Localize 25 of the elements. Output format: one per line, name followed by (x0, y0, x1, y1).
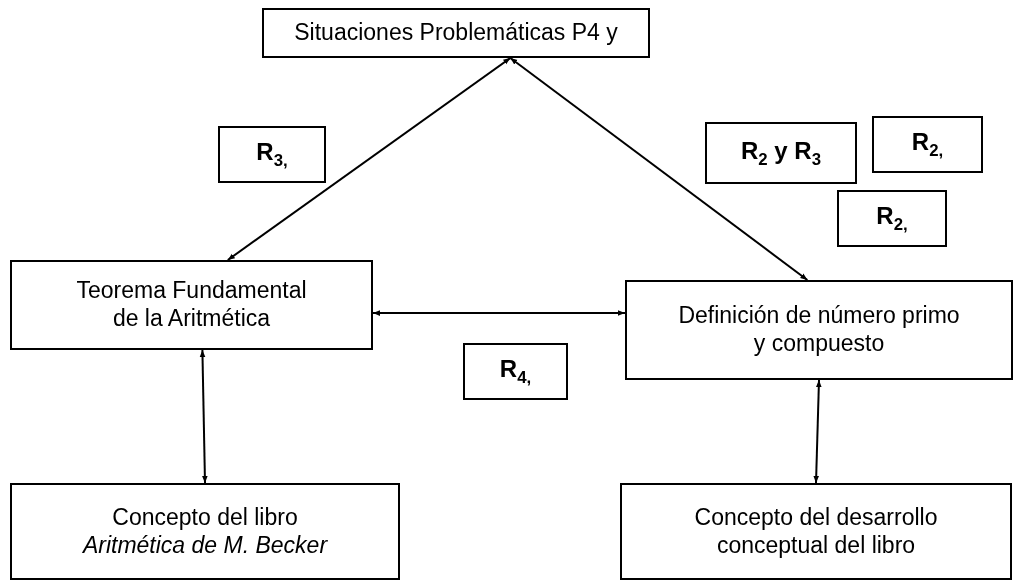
double-arrow (813, 379, 822, 484)
concept-box (625, 280, 1013, 380)
concept-box (620, 483, 1012, 580)
concept-box (10, 260, 373, 350)
relation-label: R$_{3,}$ (256, 138, 288, 171)
concept-text: Concepto del libro Aritmética de M. Becker (81, 503, 329, 560)
double-arrow (199, 349, 208, 484)
double-arrow (226, 57, 512, 261)
concept-box (262, 8, 650, 58)
concept-text: Concepto del desarrollo conceptual del libro (693, 503, 939, 560)
concept-text: Situaciones Problemáticas P4 y (294, 19, 618, 47)
relation-label: R$_{4,}$ (499, 355, 532, 388)
label-box (463, 343, 568, 400)
relation-label: R$_{2,}$ (911, 128, 944, 161)
relation-label: R$_{2,}$ (876, 202, 908, 235)
concept-text: Teorema Fundamental de la Aritmética (75, 277, 308, 333)
label-box (705, 122, 857, 184)
relation-label: R$_{2}$ y R$_{3}$ (740, 136, 821, 170)
concept-box (10, 483, 400, 580)
double-arrow (509, 57, 809, 281)
label-box (872, 116, 983, 173)
label-box (837, 190, 947, 247)
double-arrow (372, 310, 626, 316)
concept-text: Definición de número primo y compuesto (677, 302, 961, 358)
label-box (218, 126, 326, 183)
